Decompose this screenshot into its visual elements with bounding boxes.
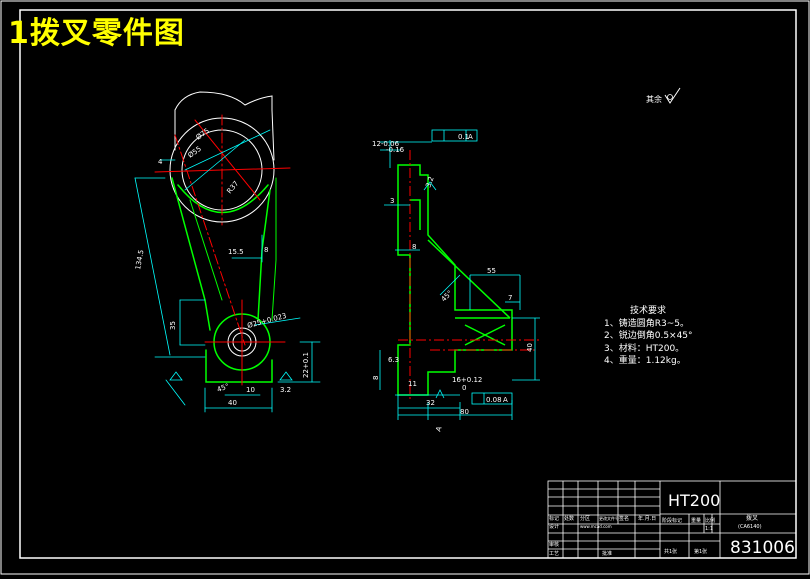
tb-label-zone: 分区 (580, 515, 590, 522)
inner-border (19, 9, 797, 559)
dim-right-11: 40 (526, 343, 534, 352)
dim-left-9: 22+0.1 (302, 352, 310, 378)
tb-label-process: 工艺 (549, 551, 559, 557)
dim-right-14: 11 (408, 380, 417, 388)
dim-right-20: 80 (460, 408, 469, 416)
tb-label-sign: 签名 (619, 515, 629, 522)
title-block (547, 480, 797, 559)
tech-requirements: 技术要求 1、铸造圆角R3~5。 2、锐边倒角0.5×45° 3、材料：HT20… (604, 305, 693, 368)
dim-right-16: 0 (462, 384, 466, 392)
tb-label-change: 更改文件号 (599, 515, 619, 521)
tb-label-approve: 批准 (602, 550, 612, 557)
dim-right-12: 6.3 (388, 356, 399, 364)
page-title: 1拨叉零件图 (8, 16, 185, 51)
dim-left-8: Ø25+0.023 (246, 312, 287, 330)
front-view: Ø75 Ø55 R37 15.5 8 134.5 35 Ø25+0.023 22… (134, 91, 321, 413)
tb-scale-value: 1:1 (705, 526, 713, 532)
dim-right-8: 55 (487, 267, 496, 275)
dim-right-9: 45° (440, 289, 454, 303)
tech-requirement-item: 1、铸造圆角R3~5。 (604, 318, 689, 329)
dim-right-15: 16+0.12 (452, 376, 482, 384)
dim-left-14: 4 (158, 158, 163, 166)
dim-left-5: 8 (264, 246, 268, 254)
dim-right-1: 12-0.06 (372, 140, 400, 148)
dim-left-13: 3.2 (280, 386, 291, 394)
dim-left-12: 45° (216, 382, 230, 394)
dim-left-3: R37 (225, 180, 240, 196)
dim-left-11: 10 (246, 386, 255, 394)
tb-label-date: 年.月.日 (638, 515, 656, 522)
title-block-part-name: 拨叉 (746, 514, 758, 522)
surface-finish-symbol (664, 87, 681, 104)
tb-sheet-number: 第1张 (694, 548, 707, 555)
dim-right-17: 32 (426, 399, 435, 407)
dim-left-6: 134.5 (134, 249, 145, 270)
dim-right-4: A (468, 133, 473, 141)
surface-finish-note: 其余 (646, 94, 662, 104)
dim-right-2: -0.16 (386, 146, 405, 154)
tb-label-design: 设计 (549, 523, 559, 530)
tb-label-check: 审核 (549, 541, 559, 548)
dim-left-7: 35 (169, 321, 177, 330)
dim-right-5: 3.2 (424, 175, 435, 188)
tb-label-count: 处数 (564, 515, 574, 522)
dim-right-21: A (434, 425, 443, 432)
tb-label-scale: 比例 (705, 517, 715, 524)
tb-web: www.mcad.com (580, 524, 612, 529)
title-block-drawing-no: 831006 (730, 538, 795, 558)
tech-requirements-heading: 技术要求 (630, 306, 667, 316)
dim-left-10: 40 (228, 399, 237, 407)
dim-right-10: 7 (508, 294, 512, 302)
dim-right-3: 0.1 (458, 133, 469, 141)
dim-right-18: 0.08 (486, 396, 502, 404)
tech-requirement-item: 4、重量：1.12kg。 (604, 356, 686, 366)
tech-requirement-item: 2、锐边倒角0.5×45° (604, 331, 693, 341)
title-block-material: HT200 (668, 491, 720, 510)
tb-label-weight: 重量 (691, 517, 701, 524)
tech-requirement-item: 3、材料：HT200。 (604, 343, 685, 354)
tb-label-stage: 阶段标记 (662, 517, 682, 524)
tb-sheets-total: 共1张 (664, 548, 677, 555)
dim-right-19: A (503, 396, 508, 404)
dim-right-13: 8 (372, 376, 380, 380)
tb-label-mark: 标记 (549, 515, 559, 522)
side-view: 12-0.06 -0.16 0.1 A 3.2 3 8 55 45° 7 40 … (372, 129, 540, 433)
dim-left-4: 15.5 (228, 248, 244, 256)
title-block-part-sub: (CA6140) (738, 524, 762, 530)
dim-left-1: Ø75 (195, 127, 211, 142)
dim-right-6: 3 (390, 197, 394, 205)
dim-right-7: 8 (412, 243, 416, 251)
